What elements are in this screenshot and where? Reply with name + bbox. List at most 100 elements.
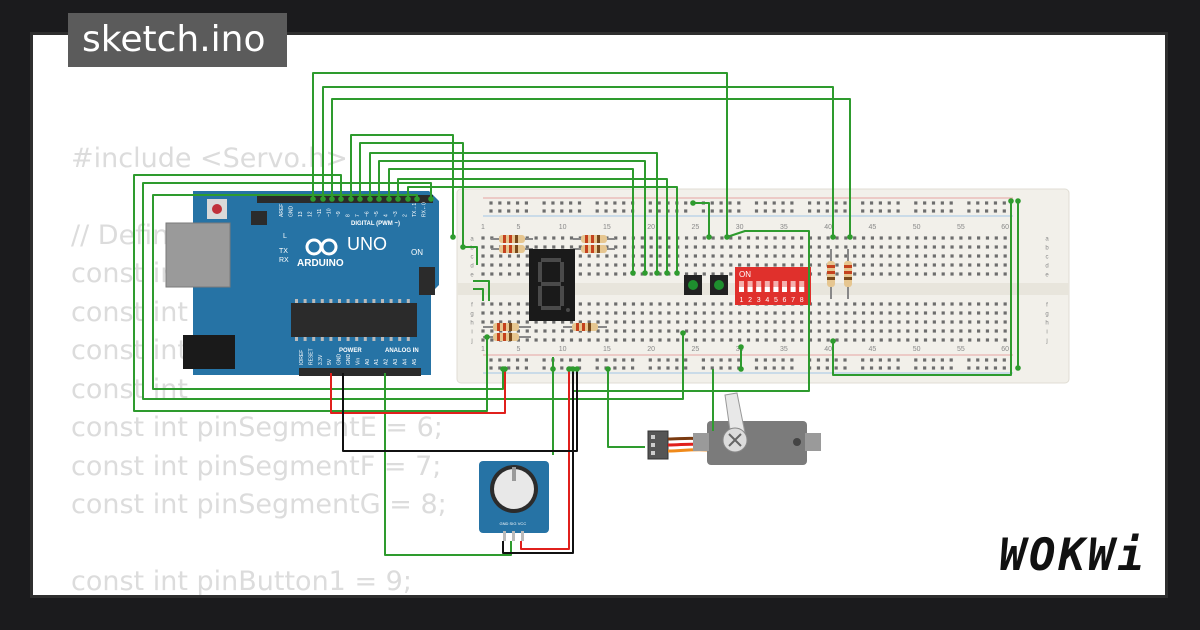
dip-lever[interactable]	[790, 281, 796, 292]
power-pin-label: 5V	[327, 358, 333, 365]
dip-number: 5	[774, 297, 778, 304]
wire-end[interactable]	[605, 366, 611, 372]
dip-switch-levers[interactable]	[739, 281, 805, 292]
wire-end[interactable]	[570, 366, 576, 372]
servo-motor[interactable]	[647, 392, 821, 465]
resistor-7	[563, 323, 607, 331]
dip-lever[interactable]	[747, 281, 753, 292]
dip-number: 2	[748, 297, 752, 304]
wire-end[interactable]	[738, 344, 744, 350]
wire[interactable]	[384, 373, 512, 556]
wire[interactable]	[322, 86, 834, 237]
wire-end[interactable]	[1008, 198, 1014, 204]
wire-end[interactable]	[830, 338, 836, 344]
wire[interactable]	[407, 186, 678, 273]
dip-lever[interactable]	[782, 281, 787, 292]
wire[interactable]	[369, 152, 658, 273]
wire[interactable]	[359, 142, 464, 247]
seven-segment-display[interactable]	[529, 249, 575, 321]
wire-end[interactable]	[706, 234, 712, 240]
wire[interactable]	[832, 201, 1012, 376]
column-number-bottom: 30	[736, 346, 744, 353]
on-led-label: ON	[411, 248, 423, 257]
row-letter-left: g	[470, 312, 473, 318]
dip-lever[interactable]	[764, 281, 770, 292]
wire-end[interactable]	[386, 196, 392, 202]
wire-end[interactable]	[428, 196, 434, 202]
wire-end[interactable]	[1015, 365, 1021, 371]
pot-pin-label: VCC	[518, 521, 527, 526]
wire-end[interactable]	[405, 196, 411, 202]
wires[interactable]	[133, 72, 1021, 556]
wire-end[interactable]	[367, 196, 373, 202]
wire-end[interactable]	[574, 366, 580, 372]
resistors[interactable]	[483, 235, 852, 341]
dip-lever[interactable]	[773, 281, 779, 292]
column-number-top: 55	[957, 224, 965, 231]
wire-end[interactable]	[566, 366, 572, 372]
wire-end[interactable]	[847, 234, 853, 240]
wire[interactable]	[342, 369, 578, 452]
wire-end[interactable]	[320, 196, 326, 202]
wire[interactable]	[502, 369, 574, 554]
row-letter-right: j	[1045, 339, 1047, 345]
dip-lever[interactable]	[756, 281, 762, 292]
wire[interactable]	[465, 246, 478, 265]
push-button-1[interactable]	[684, 275, 702, 295]
wire-end[interactable]	[357, 196, 363, 202]
push-button-2[interactable]	[710, 275, 728, 295]
wire-end[interactable]	[310, 196, 316, 202]
wire[interactable]	[693, 202, 710, 237]
code-line: const int pinSegmentF = 7;	[71, 450, 442, 482]
dip-lever[interactable]	[739, 281, 744, 292]
wire-end[interactable]	[414, 196, 420, 202]
wire[interactable]	[152, 194, 504, 390]
wire-end[interactable]	[654, 270, 660, 276]
wire-end[interactable]	[329, 196, 335, 202]
wire-end[interactable]	[738, 366, 744, 372]
wire-end[interactable]	[338, 196, 344, 202]
wire-end[interactable]	[664, 270, 670, 276]
resistor-6	[483, 333, 531, 341]
digital-header[interactable]	[257, 195, 433, 203]
wire-end[interactable]	[642, 270, 648, 276]
wire[interactable]	[142, 182, 684, 400]
wire-end[interactable]	[1015, 198, 1021, 204]
wire-end[interactable]	[724, 234, 730, 240]
wire-end[interactable]	[376, 196, 382, 202]
wire[interactable]	[607, 369, 645, 448]
wire-end[interactable]	[630, 270, 636, 276]
wire[interactable]	[520, 369, 570, 550]
dip-number: 1	[740, 297, 744, 304]
wire[interactable]	[397, 178, 668, 273]
column-number-bottom: 55	[957, 346, 965, 353]
wire-end[interactable]	[690, 200, 696, 206]
wire-end[interactable]	[348, 196, 354, 202]
wire-end[interactable]	[395, 196, 401, 202]
dip-lever[interactable]	[799, 281, 805, 292]
wire-end[interactable]	[674, 270, 680, 276]
column-number-top: 20	[647, 224, 655, 231]
wire-end[interactable]	[680, 330, 686, 336]
wire[interactable]	[378, 160, 646, 273]
wire-end[interactable]	[502, 366, 508, 372]
wire-end[interactable]	[460, 244, 466, 250]
wire[interactable]	[473, 280, 490, 301]
wire-end[interactable]	[484, 334, 490, 340]
wire[interactable]	[312, 72, 728, 237]
row-letter-left: c	[471, 255, 474, 261]
wire[interactable]	[330, 369, 506, 414]
wire[interactable]	[473, 288, 484, 301]
wire[interactable]	[331, 98, 851, 237]
analog-header[interactable]	[299, 368, 421, 376]
wire-end[interactable]	[830, 234, 836, 240]
filename-tab[interactable]: sketch.ino	[68, 13, 288, 67]
wire-end[interactable]	[450, 234, 456, 240]
power-pin-label: A3	[393, 359, 399, 365]
wire-end[interactable]	[550, 366, 556, 372]
